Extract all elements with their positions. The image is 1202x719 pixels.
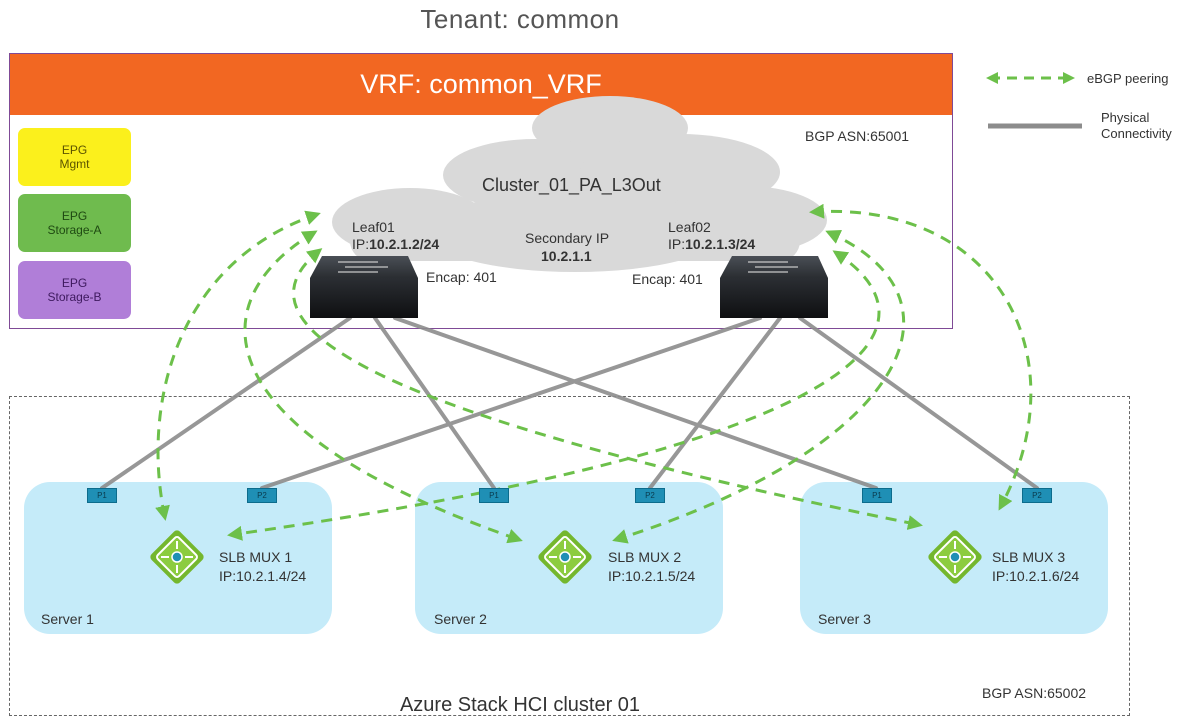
server-3-port-p2: P2 [1022,488,1052,503]
epg-storage-b-line1: EPG [61,276,88,290]
server-1-port-p2: P2 [247,488,277,503]
cluster-title: Azure Stack HCI cluster 01 [399,694,641,716]
link-leaf02-server1-p2 [260,316,762,490]
slb-mux-3-name: SLB MUX 3 [992,549,1066,565]
link-leaf01-server1-p1 [100,316,352,490]
ebgp-leaf02-mux3 [809,203,1033,511]
legend-physical-line1: Physical [1101,110,1150,125]
server-2-name: Server 2 [434,611,487,627]
epg-storage-a-line2: Storage-A [47,223,102,237]
slb-mux-1-icon [150,530,204,584]
slb-mux-1-label: SLB MUX 1 IP:10.2.1.4/24 [219,548,306,586]
leaf02-ip-line: IP:10.2.1.3/24 [668,236,755,252]
slb-mux-2-ip: IP:10.2.1.5/24 [608,568,696,584]
legend-ebgp-label: eBGP peering [1087,71,1169,86]
slb-mux-2-name: SLB MUX 2 [608,549,682,565]
slb-mux-1-name: SLB MUX 1 [219,549,293,565]
epg-mgmt-line2: Mgmt [59,157,90,171]
physical-links [100,316,1039,490]
leaf02-name: Leaf02 [668,219,711,235]
leaf01-encap: Encap: 401 [426,269,497,285]
server-1-port-p1: P1 [87,488,117,503]
tenant-title: Tenant: common [420,4,620,34]
slb-mux-2-icon [538,530,592,584]
leaf02-ip: 10.2.1.3/24 [685,236,756,252]
slb-mux-3-ip: IP:10.2.1.6/24 [992,568,1080,584]
server-1-name: Server 1 [41,611,94,627]
legend-physical-label: Physical Connectivity [1101,110,1172,142]
leaf01-name: Leaf01 [352,219,395,235]
leaf01-ip-prefix: IP: [352,236,370,252]
epg-storage-b-badge: EPG Storage-B [18,261,131,319]
leaf01-ip-line: IP:10.2.1.2/24 [352,236,439,252]
link-leaf02-server2-p2 [648,316,782,490]
vrf-bgp-asn: BGP ASN:65001 [805,128,910,144]
epg-mgmt-line1: EPG [61,143,88,157]
cluster-bgp-asn: BGP ASN:65002 [982,685,1087,701]
leaf02-encap: Encap: 401 [632,271,703,287]
ebgp-peering-links [155,203,1033,544]
epg-storage-a-line1: EPG [61,209,88,223]
epg-storage-b-line2: Storage-B [47,290,102,304]
server-3-port-p1: P1 [862,488,892,503]
ebgp-leaf01-mux1 [155,210,321,521]
l3out-name: Cluster_01_PA_L3Out [482,175,661,195]
server-3-name: Server 3 [818,611,871,627]
leaf02-switch-icon [720,256,828,318]
slb-mux-1-ip: IP:10.2.1.4/24 [219,568,307,584]
slb-mux-2-label: SLB MUX 2 IP:10.2.1.5/24 [608,548,695,586]
secondary-ip-value: 10.2.1.1 [541,248,592,264]
secondary-ip-label: Secondary IP [525,230,610,246]
epg-storage-a-badge: EPG Storage-A [18,194,131,252]
server-2-port-p2: P2 [635,488,665,503]
legend-physical-line2: Connectivity [1101,126,1172,141]
link-leaf02-server3-p2 [798,316,1039,490]
epg-mgmt-badge: EPG Mgmt [18,128,131,186]
leaf01-ip: 10.2.1.2/24 [369,236,440,252]
vrf-header: VRF: common_VRF [10,54,952,115]
slb-mux-3-label: SLB MUX 3 IP:10.2.1.6/24 [992,548,1079,586]
leaf01-switch-icon [310,256,418,318]
server-2-port-p1: P1 [479,488,509,503]
link-leaf01-server3-p1 [393,316,878,490]
leaf02-ip-prefix: IP: [668,236,686,252]
link-leaf01-server2-p1 [373,316,496,490]
slb-mux-3-icon [928,530,982,584]
